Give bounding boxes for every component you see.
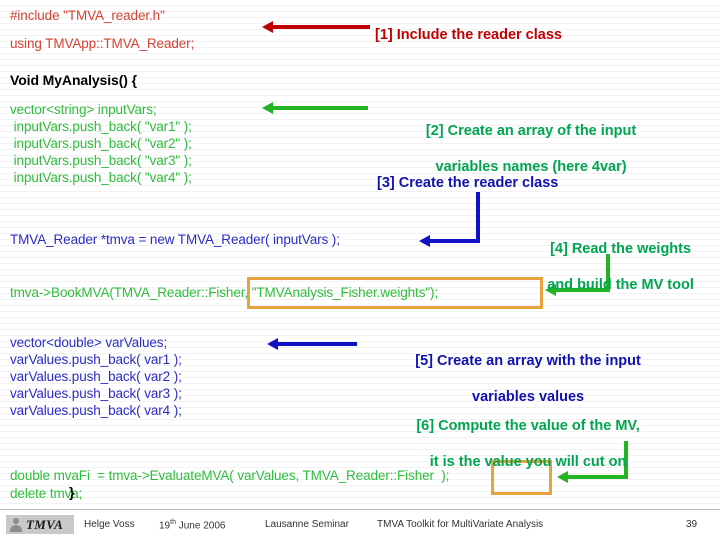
footer-date-day: 19 <box>159 520 171 532</box>
footer-date: 19th June 2006 <box>159 519 225 531</box>
annotation-2: [2] Create an array of the input variabl… <box>358 104 688 194</box>
connector-3-arrowhead-icon <box>419 235 430 247</box>
code-line-inputvars-0: vector<string> inputVars; <box>10 102 157 117</box>
connector-2-line <box>272 106 368 110</box>
person-icon <box>9 517 23 532</box>
code-line-closing-brace: } <box>69 484 75 500</box>
connector-4-horizontal <box>556 288 610 292</box>
annotation-5-line2: variables values <box>472 389 585 405</box>
code-line-bookmva: tmva->BookMVA(TMVA_Reader::Fisher, "TMVA… <box>10 285 439 300</box>
code-line-evaluate: double mvaFi = tmva->EvaluateMVA( varVal… <box>10 468 450 483</box>
annotation-1: [1] Include the reader class <box>375 27 562 43</box>
highlight-box-fisher-enum <box>491 460 552 495</box>
code-line-include: #include "TMVA_reader.h" <box>10 8 165 23</box>
footer-date-rest: June 2006 <box>175 520 226 532</box>
annotation-6-line1: [6] Compute the value of the MV, <box>416 418 640 434</box>
connector-6-vertical <box>624 441 628 479</box>
code-line-varvalues-3: varValues.push_back( var3 ); <box>10 386 182 401</box>
annotation-4-line2: and build the MV tool <box>547 277 694 293</box>
code-line-inputvars-3: inputVars.push_back( "var3" ); <box>10 153 192 168</box>
code-line-inputvars-2: inputVars.push_back( "var2" ); <box>10 136 192 151</box>
code-line-inputvars-4: inputVars.push_back( "var4" ); <box>10 170 192 185</box>
connector-5-arrowhead-icon <box>267 338 278 350</box>
connector-1-line <box>272 25 370 29</box>
annotation-3: [3] Create the reader class <box>377 175 559 191</box>
annotation-5: [5] Create an array with the input varia… <box>350 334 690 424</box>
code-line-varvalues-0: vector<double> varValues; <box>10 335 168 350</box>
footer-date-suffix: th <box>170 519 176 526</box>
footer-venue: Lausanne Seminar <box>265 519 349 530</box>
code-line-create-reader: TMVA_Reader *tmva = new TMVA_Reader( inp… <box>10 232 340 247</box>
footer-page-number: 39 <box>686 519 698 530</box>
connector-6-arrowhead-icon <box>557 471 568 483</box>
connector-3-horizontal <box>430 239 480 243</box>
annotation-2-line2: variables names (here 4var) <box>435 159 627 175</box>
connector-4-vertical <box>606 254 610 292</box>
footer-author: Helge Voss <box>84 519 135 530</box>
code-line-using: using TMVApp::TMVA_Reader; <box>10 36 195 51</box>
tmva-logo: TMVA <box>6 515 74 534</box>
annotation-2-line1: [2] Create an array of the input <box>425 123 637 139</box>
code-line-inputvars-1: inputVars.push_back( "var1" ); <box>10 119 192 134</box>
connector-5-line <box>277 342 357 346</box>
connector-1-arrowhead-icon <box>262 21 273 33</box>
footer-title: TMVA Toolkit for MultiVariate Analysis <box>377 519 544 530</box>
connector-6-horizontal <box>568 475 628 479</box>
annotation-5-line1: [5] Create an array with the input <box>415 353 641 369</box>
code-line-delete: delete tmva; <box>10 486 83 501</box>
connector-3-vertical <box>476 192 480 243</box>
annotation-6: [6] Compute the value of the MV, it is t… <box>350 399 690 489</box>
code-line-varvalues-4: varValues.push_back( var4 ); <box>10 403 182 418</box>
code-line-varvalues-1: varValues.push_back( var1 ); <box>10 352 182 367</box>
tmva-logo-text: TMVA <box>26 516 64 532</box>
highlight-box-fisher-weights <box>247 277 543 309</box>
code-line-varvalues-2: varValues.push_back( var2 ); <box>10 369 182 384</box>
annotation-4-line1: [4] Read the weights <box>550 241 692 257</box>
connector-4-arrowhead-icon <box>545 284 556 296</box>
annotation-4: [4] Read the weights and build the MV to… <box>510 222 715 312</box>
code-line-function: Void MyAnalysis() { <box>10 72 137 88</box>
annotation-6-line2: it is the value you will cut on <box>429 454 627 470</box>
slide-footer: TMVA Helge Voss 19th June 2006 Lausanne … <box>0 509 720 540</box>
connector-2-arrowhead-icon <box>262 102 273 114</box>
